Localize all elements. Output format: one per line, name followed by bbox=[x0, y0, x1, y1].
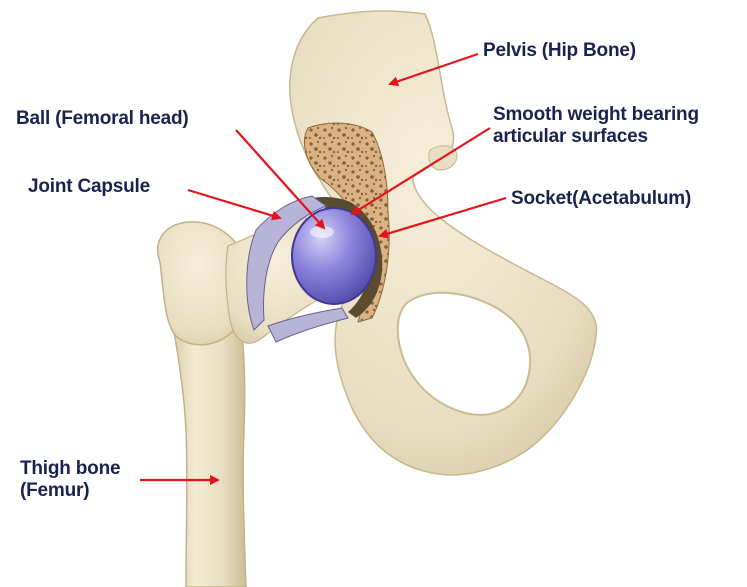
label-socket: Socket(Acetabulum) bbox=[511, 188, 691, 210]
label-ball-text: Ball (Femoral head) bbox=[16, 108, 189, 129]
femoral-head bbox=[292, 208, 376, 304]
femoral-head-highlight bbox=[310, 226, 334, 238]
label-joint-capsule: Joint Capsule bbox=[28, 176, 150, 198]
label-ball: Ball (Femoral head) bbox=[16, 108, 189, 130]
label-smooth-line1: Smooth weight bearing bbox=[493, 104, 699, 126]
arrow-capsule bbox=[188, 190, 280, 218]
label-pelvis: Pelvis (Hip Bone) bbox=[483, 40, 636, 62]
label-smooth-line2: articular surfaces bbox=[493, 126, 699, 148]
label-socket-text: Socket(Acetabulum) bbox=[511, 188, 691, 209]
label-smooth-surfaces: Smooth weight bearing articular surfaces bbox=[493, 104, 699, 148]
label-pelvis-text: Pelvis (Hip Bone) bbox=[483, 40, 636, 61]
label-thigh-line2: (Femur) bbox=[20, 480, 120, 502]
label-thigh-bone: Thigh bone (Femur) bbox=[20, 458, 120, 502]
label-capsule-text: Joint Capsule bbox=[28, 176, 150, 197]
label-thigh-line1: Thigh bone bbox=[20, 458, 120, 480]
